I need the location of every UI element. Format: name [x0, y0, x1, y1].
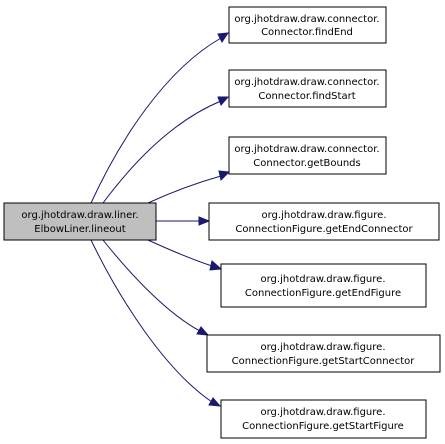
node-elbow-liner-lineout[interactable]: org.jhotdraw.draw.liner. ElbowLiner.line…: [3, 202, 157, 241]
node-box-get-end-figure: [220, 263, 427, 308]
edge-to-get-bounds: [147, 175, 222, 204]
node-get-start-figure-line1: org.jhotdraw.draw.figure.: [261, 407, 386, 418]
edge-to-find-end: [90, 37, 222, 204]
arrowhead-get-end-figure: [209, 260, 223, 271]
edge-to-find-start: [102, 100, 222, 204]
edge-to-get-end-figure: [147, 239, 213, 267]
node-connection-figure-get-end-figure[interactable]: org.jhotdraw.draw.figure. ConnectionFigu…: [220, 263, 427, 308]
node-source-line2: ElbowLiner.lineout: [34, 224, 125, 235]
node-find-end-line2: Connector.findEnd: [261, 27, 353, 38]
node-get-end-connector-line2: ConnectionFigure.getEndConnector: [235, 224, 413, 235]
edge-to-get-start-figure: [90, 239, 213, 403]
node-box-find-start: [228, 69, 387, 108]
node-find-start-line1: org.jhotdraw.draw.connector.: [234, 77, 379, 88]
node-source-box: [3, 202, 157, 241]
node-connection-figure-get-start-figure[interactable]: org.jhotdraw.draw.figure. ConnectionFigu…: [220, 399, 427, 439]
node-get-end-connector-line1: org.jhotdraw.draw.figure.: [262, 210, 387, 221]
node-get-bounds-line2: Connector.getBounds: [253, 158, 360, 169]
node-get-end-figure-line2: ConnectionFigure.getEndFigure: [245, 288, 401, 299]
arrowhead-find-end: [217, 32, 230, 43]
node-box-get-bounds: [228, 136, 387, 175]
node-connector-get-bounds[interactable]: org.jhotdraw.draw.connector. Connector.g…: [228, 136, 387, 175]
node-find-start-line2: Connector.findStart: [258, 91, 355, 102]
node-box-get-start-figure: [220, 399, 427, 439]
node-get-end-figure-line1: org.jhotdraw.draw.figure.: [261, 274, 386, 285]
node-get-start-connector-line1: org.jhotdraw.draw.figure.: [261, 342, 386, 353]
edge-to-get-start-connector: [102, 239, 201, 332]
node-source-line1: org.jhotdraw.draw.liner.: [21, 210, 138, 221]
arrowhead-get-end-connector: [198, 216, 211, 226]
arrowhead-get-start-figure: [208, 397, 222, 407]
node-get-start-figure-line2: ConnectionFigure.getStartFigure: [242, 421, 404, 432]
node-connector-find-start[interactable]: org.jhotdraw.draw.connector. Connector.f…: [228, 69, 387, 108]
node-box-find-end: [228, 6, 387, 44]
node-connection-figure-get-start-connector[interactable]: org.jhotdraw.draw.figure. ConnectionFigu…: [206, 334, 441, 373]
node-box-get-start-connector: [206, 334, 441, 373]
node-get-bounds-line1: org.jhotdraw.draw.connector.: [234, 144, 379, 155]
node-connector-find-end[interactable]: org.jhotdraw.draw.connector. Connector.f…: [228, 6, 387, 44]
arrowhead-get-bounds: [218, 170, 231, 181]
arrowhead-find-start: [217, 96, 230, 106]
node-connection-figure-get-end-connector[interactable]: org.jhotdraw.draw.figure. ConnectionFigu…: [208, 202, 440, 241]
edges: [90, 32, 231, 407]
node-box-get-end-connector: [208, 202, 440, 241]
arrowhead-get-start-connector: [196, 326, 210, 336]
node-find-end-line1: org.jhotdraw.draw.connector.: [234, 14, 379, 25]
node-get-start-connector-line2: ConnectionFigure.getStartConnector: [232, 356, 416, 367]
